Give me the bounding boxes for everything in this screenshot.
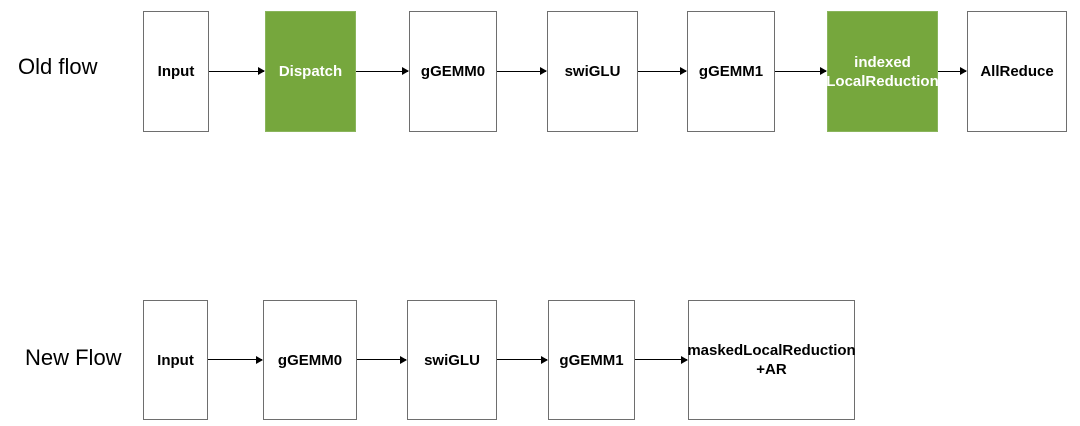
node-label: Dispatch: [278, 63, 343, 80]
node-input: Input: [143, 300, 208, 420]
node-label: indexed LocalReduction: [826, 53, 939, 90]
flow-arrow: [938, 67, 967, 75]
node-swiglu: swiGLU: [547, 11, 638, 132]
node-input: Input: [143, 11, 209, 132]
node-swiglu: swiGLU: [407, 300, 497, 420]
node-label: gGEMM1: [559, 351, 624, 369]
row-label-new-flow: New Flow: [25, 345, 122, 370]
flow-arrow: [635, 355, 688, 364]
node-label: swiGLU: [564, 63, 621, 80]
node-dispatch: Dispatch: [265, 11, 356, 132]
flow-arrow: [357, 355, 407, 364]
node-ggemm0: gGEMM0: [263, 300, 357, 420]
node-label: gGEMM1: [698, 63, 764, 80]
node-ggemm0: gGEMM0: [409, 11, 497, 132]
flow-arrow: [209, 67, 265, 75]
node-label: swiGLU: [424, 351, 480, 369]
node-label: maskedLocalReduction +AR: [687, 342, 856, 378]
flow-arrow: [497, 67, 547, 75]
node-label: AllReduce: [980, 63, 1054, 80]
node-allreduce: AllReduce: [967, 11, 1067, 132]
node-ggemm1: gGEMM1: [687, 11, 775, 132]
node-indexed-localreduction: indexed LocalReduction: [826, 11, 939, 132]
node-label: Input: [157, 351, 194, 369]
flow-arrow: [356, 67, 409, 75]
node-masked-localreduction-ar: maskedLocalReduction +AR: [687, 300, 856, 420]
node-label: gGEMM0: [277, 351, 343, 369]
node-label: Input: [157, 63, 195, 80]
flow-arrow: [638, 67, 687, 75]
node-label: gGEMM0: [420, 63, 486, 80]
flow-arrow: [775, 67, 827, 75]
flow-arrow: [208, 355, 263, 364]
node-ggemm1: gGEMM1: [548, 300, 635, 420]
flow-arrow: [497, 355, 548, 364]
row-label-old-flow: Old flow: [18, 54, 98, 79]
